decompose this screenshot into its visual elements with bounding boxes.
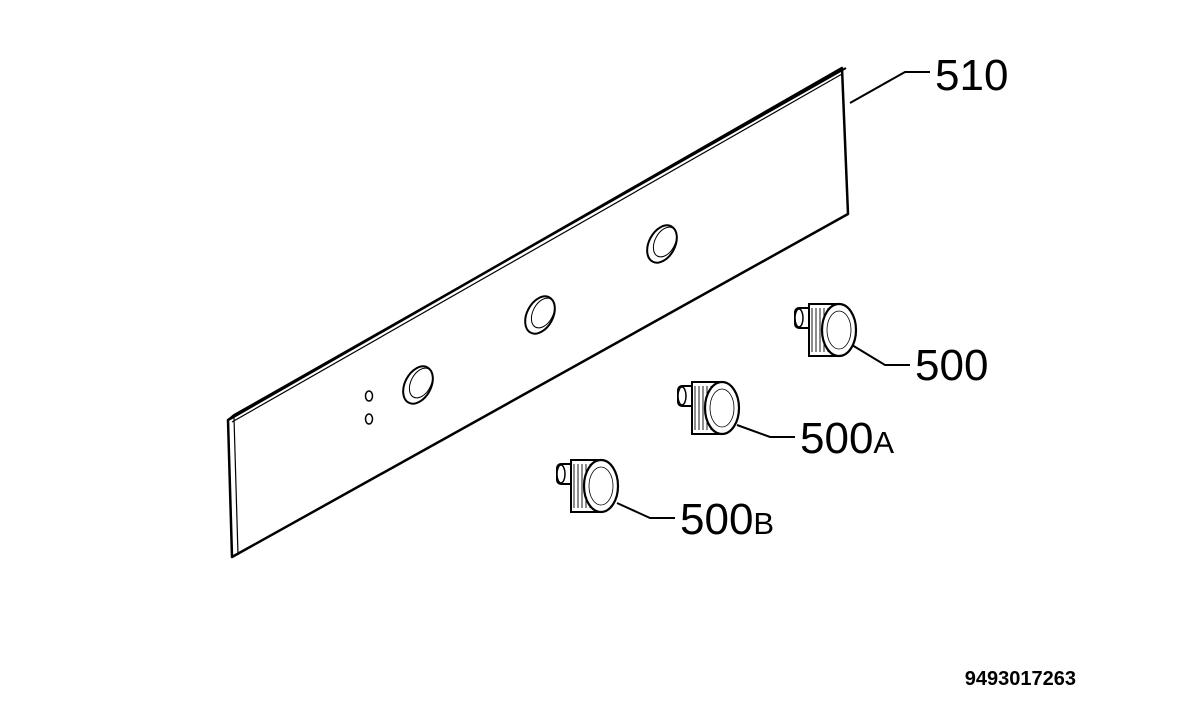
control-panel — [226, 66, 850, 559]
panel-hole-middle — [524, 295, 556, 335]
panel-hole-right — [646, 224, 678, 264]
callout-label-500b: 500B — [680, 495, 774, 544]
document-number: 9493017263 — [965, 668, 1076, 690]
indicator-hole-upper — [364, 390, 374, 402]
leader-line-500 — [851, 344, 910, 366]
knob-500a — [677, 380, 741, 436]
panel-hole-left — [402, 365, 434, 405]
leader-line-500a — [736, 424, 795, 438]
callout-label-510: 510 — [935, 51, 1008, 100]
leader-line-510 — [849, 71, 930, 104]
callout-label-500: 500 — [915, 341, 988, 390]
callout-label-500a: 500A — [800, 414, 894, 463]
knob-500 — [794, 302, 858, 358]
leader-line-500b — [616, 502, 675, 519]
indicator-hole-lower — [364, 413, 374, 425]
knob-500b — [556, 458, 620, 514]
